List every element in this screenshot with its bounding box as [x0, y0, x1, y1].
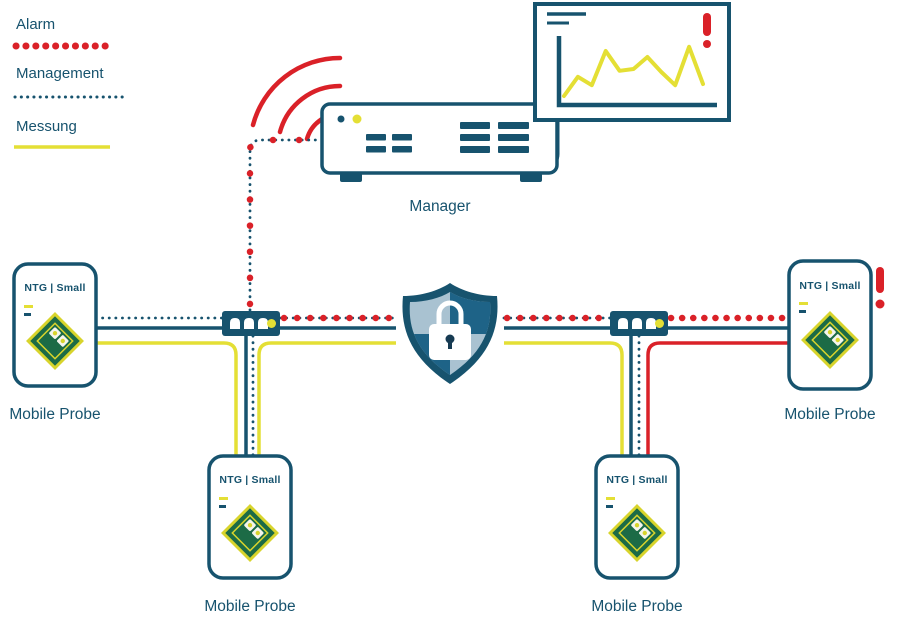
- connection-lines: [94, 118, 794, 459]
- probe-model-label: NTG | Small: [799, 280, 861, 292]
- messung-alarm-line: [646, 341, 790, 457]
- probe-led-yellow: [799, 302, 808, 305]
- legend-management-label: Management: [16, 65, 104, 82]
- manager-device: [320, 102, 559, 182]
- probe-model-label: NTG | Small: [606, 474, 668, 486]
- probe-label: Mobile Probe: [204, 598, 296, 615]
- probe-led-yellow: [606, 497, 615, 500]
- manager-foot: [340, 173, 362, 182]
- switch-left: [222, 311, 280, 336]
- port-icon: [632, 318, 642, 329]
- probe-led-blue: [606, 505, 613, 508]
- probe-led-yellow: [24, 305, 33, 308]
- switch-led: [655, 319, 664, 328]
- probe-led-blue: [799, 310, 806, 313]
- port-icon: [258, 318, 268, 329]
- switch-right: [610, 311, 668, 336]
- probe-right: [787, 259, 873, 391]
- port-icon: [618, 318, 628, 329]
- monitor-chart-line: [562, 44, 705, 98]
- probe-model-label: NTG | Small: [219, 474, 281, 486]
- legend-messung-label: Messung: [16, 118, 77, 135]
- port-icon: [646, 318, 656, 329]
- messung-line: [96, 341, 238, 457]
- alert-icon: [703, 13, 711, 48]
- chart-axes: [556, 36, 717, 108]
- probe-label: Mobile Probe: [784, 406, 876, 423]
- port-icon: [230, 318, 240, 329]
- probe-led-yellow: [219, 497, 228, 500]
- switch-led: [267, 319, 276, 328]
- alarm-line: [246, 136, 322, 308]
- probe-left: [12, 262, 98, 388]
- messung-line: [257, 341, 396, 457]
- probe-label: Mobile Probe: [9, 406, 101, 423]
- management-line: [248, 138, 324, 312]
- manager-led-yellow: [352, 114, 362, 124]
- probe-bottom-left: [207, 454, 293, 580]
- port-icon: [244, 318, 254, 329]
- manager-foot: [520, 173, 542, 182]
- legend-alarm-label: Alarm: [16, 16, 56, 33]
- probe-bottom-right: [594, 454, 680, 580]
- legend-swatches: [12, 42, 126, 149]
- manager-led-blue: [337, 115, 345, 123]
- security-shield-icon: [402, 283, 498, 384]
- messung-line: [504, 341, 624, 457]
- padlock-icon: [429, 300, 471, 360]
- probe-led-blue: [24, 313, 31, 316]
- manager-label: Manager: [409, 198, 471, 215]
- monitor-panel: [533, 2, 731, 122]
- manager-vents: [366, 122, 529, 153]
- alert-icon: [875, 267, 885, 309]
- probe-model-label: NTG | Small: [24, 282, 86, 294]
- probe-label: Mobile Probe: [591, 598, 683, 615]
- probe-led-blue: [219, 505, 226, 508]
